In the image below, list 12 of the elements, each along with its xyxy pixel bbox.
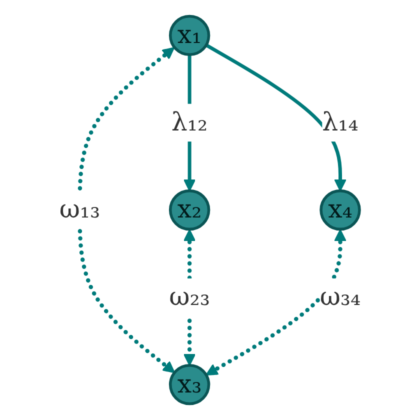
node-circle: x₃ (168, 364, 210, 406)
edge-label: ω₃₄ (320, 282, 361, 312)
edge-label: λ₁₂ (171, 108, 208, 138)
edge-label: ω₁₃ (59, 195, 100, 225)
node-circle: x₄ (320, 189, 361, 231)
arrow (205, 44, 346, 192)
arrow (206, 229, 346, 376)
node-circle: x₂ (168, 189, 210, 231)
edge-label: λ₁₄ (322, 108, 358, 138)
node-circle: x₁ (168, 14, 210, 56)
arrow (78, 47, 176, 374)
edge-label: ω₂₃ (169, 282, 210, 312)
